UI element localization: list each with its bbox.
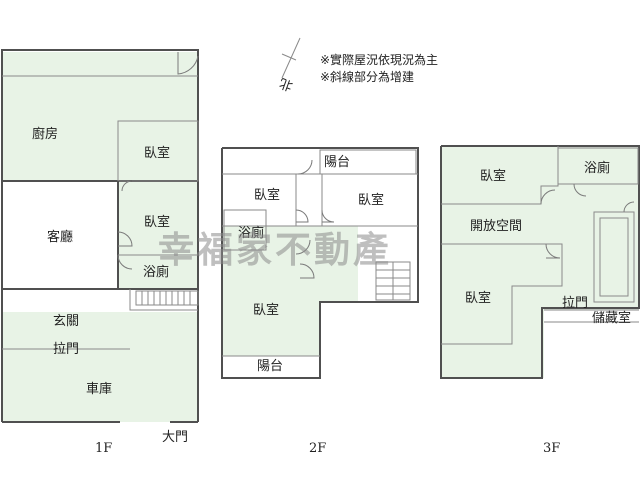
floor-3-plan: 臥室 浴廁 開放空間 臥室 拉門 儲藏室 3F [440,145,640,456]
door-swing-icon [295,239,311,255]
room-label-bathroom: 浴廁 [143,264,169,280]
door-swing-icon [321,209,335,223]
floor-label-3f: 3F [543,441,560,456]
room-label-living-room: 客廳 [47,229,73,245]
room-label-bedroom-b: 臥室 [465,290,491,306]
room-label-kitchen: 廚房 [32,126,58,142]
label-sliding-door: 拉門 [562,296,588,311]
door-swing-icon [297,159,313,175]
door-swing-icon [121,180,133,192]
door-swing-icon [540,189,556,205]
watermark-text: 幸福家不動產 [158,230,392,271]
stairs-3f [593,211,635,303]
room-label-balcony-top: 陽台 [324,155,350,170]
door-swing-icon [177,52,199,75]
door-swing-icon [117,254,133,270]
room-label-bedroom: 臥室 [144,145,170,161]
floor-label-2f: 2F [309,441,326,456]
stairs-2f [375,261,411,301]
note-line-2: ※斜線部分為增建 [320,69,414,84]
door-swing-icon [545,243,561,259]
room-label-bedroom: 臥室 [144,214,170,230]
room-label-bedroom-a: 臥室 [254,187,280,203]
compass-north-label: 北 [278,75,295,94]
label-sliding-door: 拉門 [53,342,79,357]
room-label-storage: 儲藏室 [592,310,631,326]
room-label-open-space: 開放空間 [470,219,522,234]
label-main-door: 大門 [162,430,188,445]
room-label-entrance: 玄關 [53,314,79,329]
room-label-bathroom: 浴廁 [238,225,264,241]
door-swing-icon [117,231,133,247]
door-swing-icon [299,263,315,279]
stairs-1f [135,290,199,306]
note-line-1: ※實際屋況依現況為主 [320,52,438,67]
room-label-bathroom: 浴廁 [584,160,610,176]
floor-label-1f: 1F [95,441,112,456]
door-swing-icon [623,201,635,213]
floor-2-plan: 陽台 臥室 臥室 浴廁 臥室 陽台 2F [221,147,419,456]
room-label-garage: 車庫 [86,382,112,397]
room-label-balcony-bottom: 陽台 [257,359,283,374]
room-label-bedroom-b: 臥室 [358,192,384,208]
room-label-bedroom-a: 臥室 [480,168,506,184]
door-swing-icon [295,209,309,223]
floor-1-plan: 廚房 臥室 客廳 臥室 浴廁 玄關 拉門 車庫 大門 1F [1,49,199,456]
door-swing-icon [573,183,587,197]
room-label-bedroom-c: 臥室 [253,302,279,318]
north-arrow: 北 [278,37,301,94]
